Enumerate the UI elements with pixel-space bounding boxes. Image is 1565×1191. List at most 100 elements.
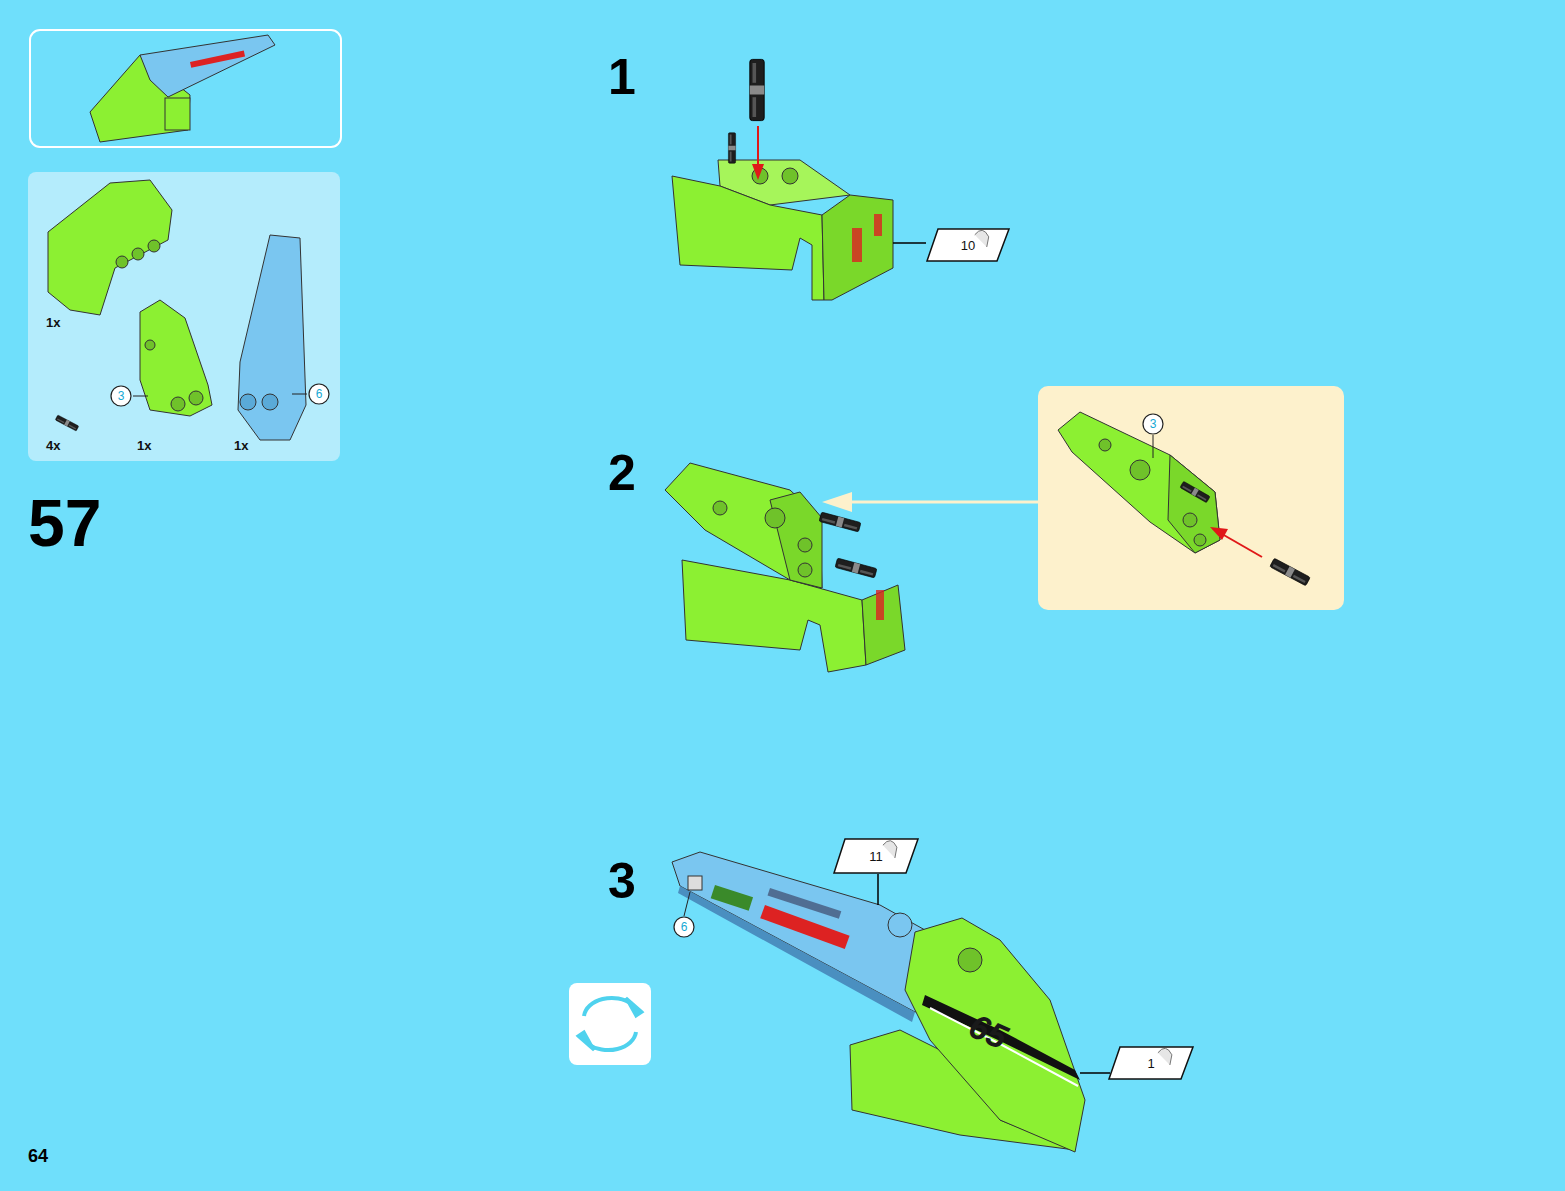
callout-number: 6 xyxy=(308,383,330,405)
step3-model xyxy=(888,913,912,937)
subassembly-panel xyxy=(1194,534,1206,546)
decal-number: 65 xyxy=(964,1008,1012,1054)
parts-list-outline xyxy=(28,172,340,461)
callout-number: 6 xyxy=(681,921,688,933)
sticker-number: 11 xyxy=(869,850,883,863)
rotate-icon xyxy=(584,998,632,1016)
subassembly-panel xyxy=(1168,455,1220,553)
parts-panel xyxy=(189,391,203,405)
preview-box xyxy=(190,51,245,68)
subassembly-panel xyxy=(822,492,852,512)
parts-panel xyxy=(238,235,306,440)
preview-box xyxy=(30,30,341,147)
callout-circle xyxy=(674,917,694,937)
parts-panel xyxy=(133,396,148,397)
sticker-number: 1 xyxy=(1108,1046,1194,1080)
substep-number: 2 xyxy=(608,448,636,498)
step3-model xyxy=(672,852,942,1012)
step2-model xyxy=(713,501,727,515)
parts-panel xyxy=(145,340,155,350)
substep-number: 1 xyxy=(608,52,636,102)
step2-model xyxy=(819,512,861,532)
sticker-number: 1 xyxy=(1147,1057,1154,1070)
step-number: 57 xyxy=(28,490,101,556)
rotate-icon xyxy=(626,998,642,1016)
preview-box xyxy=(165,98,190,130)
step2-model xyxy=(770,492,822,588)
sticker-curl xyxy=(975,230,989,247)
subassembly-panel xyxy=(1222,534,1262,557)
rotate-icon xyxy=(588,1032,636,1050)
subassembly-panel xyxy=(1183,513,1197,527)
step3-model xyxy=(905,918,1085,1152)
sticker-shape xyxy=(1109,1047,1193,1079)
parts-panel xyxy=(262,394,278,410)
step3-model xyxy=(930,1008,1078,1086)
subassembly-panel xyxy=(1180,481,1210,503)
parts-panel xyxy=(292,394,307,395)
page-number: 64 xyxy=(28,1147,48,1165)
parts-panel xyxy=(132,248,144,260)
step1-model xyxy=(893,242,926,244)
step2-model xyxy=(665,463,905,672)
step3-model xyxy=(711,885,753,911)
sticker-curl xyxy=(883,841,897,858)
subassembly-panel xyxy=(848,501,1038,504)
step2-model xyxy=(665,463,822,588)
rotate-icon xyxy=(569,983,651,1065)
sticker-number: 10 xyxy=(961,239,975,252)
callout-number: 3 xyxy=(1150,418,1157,430)
step3-model xyxy=(958,948,982,972)
parts-panel xyxy=(171,397,185,411)
parts-panel xyxy=(28,172,340,461)
step3-model xyxy=(684,892,690,916)
step3-model xyxy=(688,876,702,890)
subassembly-panel xyxy=(1210,527,1228,540)
rotate-icon xyxy=(578,1032,594,1050)
step2-model xyxy=(798,538,812,552)
subassembly-panel xyxy=(822,386,1344,610)
step3-model xyxy=(922,995,1080,1080)
part-count: 1x xyxy=(137,439,151,452)
subassembly-panel xyxy=(1099,439,1111,451)
parts-panel xyxy=(116,256,128,268)
step3-model xyxy=(877,874,879,905)
step3-model xyxy=(672,852,1110,1152)
sticker-shape xyxy=(927,229,1009,261)
part-count: 1x xyxy=(234,439,248,452)
callout-number: 3 xyxy=(1142,413,1164,435)
step1-model xyxy=(782,168,798,184)
step2-model xyxy=(798,563,812,577)
step3-model xyxy=(768,888,842,919)
parts-panel xyxy=(55,415,79,431)
step2-model xyxy=(862,585,905,665)
step1-model xyxy=(852,228,862,262)
step1-model xyxy=(750,59,764,120)
callout-number: 6 xyxy=(316,388,323,400)
parts-panel xyxy=(148,240,160,252)
step1-model xyxy=(757,126,759,166)
callout-number: 3 xyxy=(118,390,125,402)
preview-box xyxy=(30,30,341,147)
step1-model xyxy=(672,176,824,300)
subassembly-panel xyxy=(1153,435,1154,458)
step1-model xyxy=(874,214,882,236)
step2-model xyxy=(876,590,884,620)
step1-model xyxy=(752,164,764,180)
parts-panel xyxy=(28,172,340,461)
parts-panel xyxy=(140,300,212,416)
sticker-number: 10 xyxy=(926,228,1010,262)
subassembly-panel xyxy=(1058,412,1220,553)
step1-model xyxy=(672,59,926,300)
step3-model xyxy=(678,886,915,1022)
callout-number: 6 xyxy=(673,916,695,938)
sticker-number: 11 xyxy=(833,838,919,874)
parts-panel xyxy=(240,394,256,410)
step1-model xyxy=(728,133,735,164)
subassembly-panel xyxy=(1130,460,1150,480)
sticker-shape xyxy=(834,839,918,873)
rotate-icon xyxy=(569,983,651,1065)
step1-model xyxy=(822,195,893,300)
